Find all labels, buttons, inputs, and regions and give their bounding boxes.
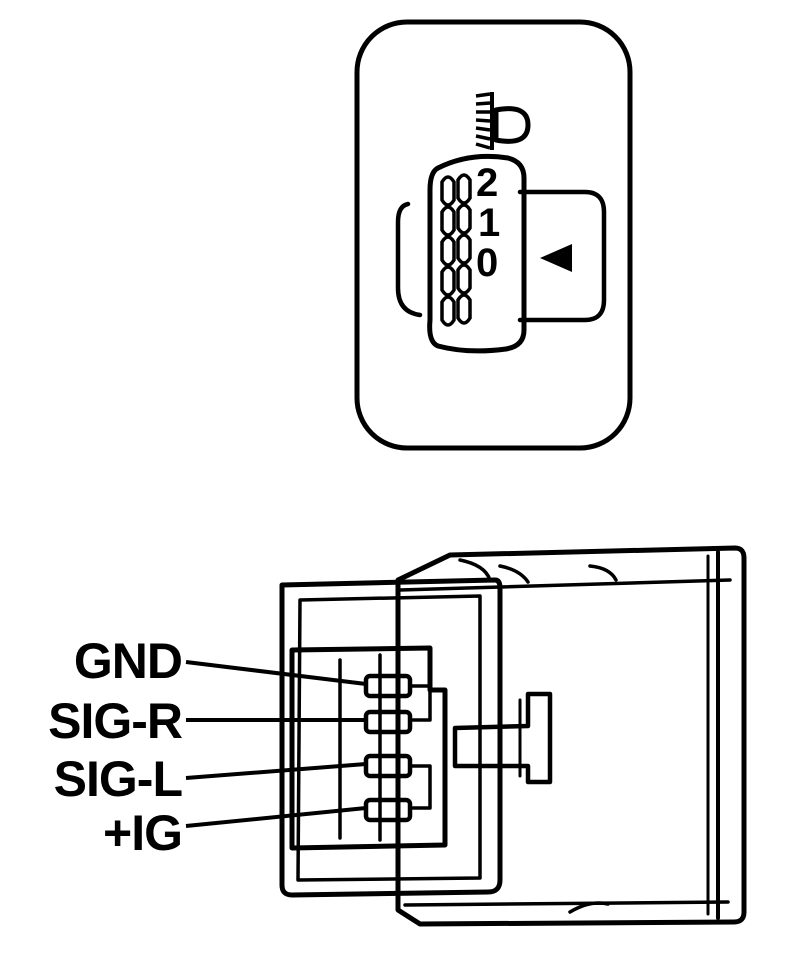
- connector-pin-frame: [289, 645, 448, 851]
- pin-gnd: [363, 673, 413, 699]
- connector-back-housing: [395, 545, 747, 927]
- headlight-leveling-icon: [475, 92, 531, 150]
- leader-line-ig: [185, 806, 367, 828]
- pin-label-gnd: GND: [74, 633, 182, 689]
- dial-number-1: 1: [478, 201, 500, 245]
- pin-sig-l: [363, 753, 413, 779]
- indicator-housing: [517, 189, 607, 323]
- dial-number-0: 0: [476, 241, 498, 285]
- dial-numbers: 2 1 0: [476, 161, 500, 285]
- connector: GND SIG-R SIG-L +IG: [48, 545, 747, 927]
- pin-labels: GND SIG-R SIG-L +IG: [48, 633, 184, 861]
- dial-ridges: [440, 173, 472, 327]
- indicator-triangle-icon: [540, 244, 572, 272]
- connector-latch: [452, 691, 553, 785]
- switch-face-outline: [354, 19, 633, 451]
- pin-sig-r: [363, 709, 413, 735]
- connector-front-housing: [279, 577, 503, 898]
- pin-label-ig: +IG: [103, 805, 182, 861]
- leader-line-gnd: [185, 660, 367, 686]
- leader-line-sig-l: [185, 762, 367, 780]
- dial-number-2: 2: [476, 161, 498, 205]
- leader-lines: [185, 660, 367, 828]
- dial-wheel: [427, 153, 527, 354]
- pin-ig: [363, 797, 413, 823]
- switch-face: 2 1 0: [354, 19, 633, 451]
- indicator-housing-left: [395, 201, 423, 318]
- pin-label-sig-r: SIG-R: [48, 693, 183, 749]
- pin-label-sig-l: SIG-L: [54, 751, 182, 807]
